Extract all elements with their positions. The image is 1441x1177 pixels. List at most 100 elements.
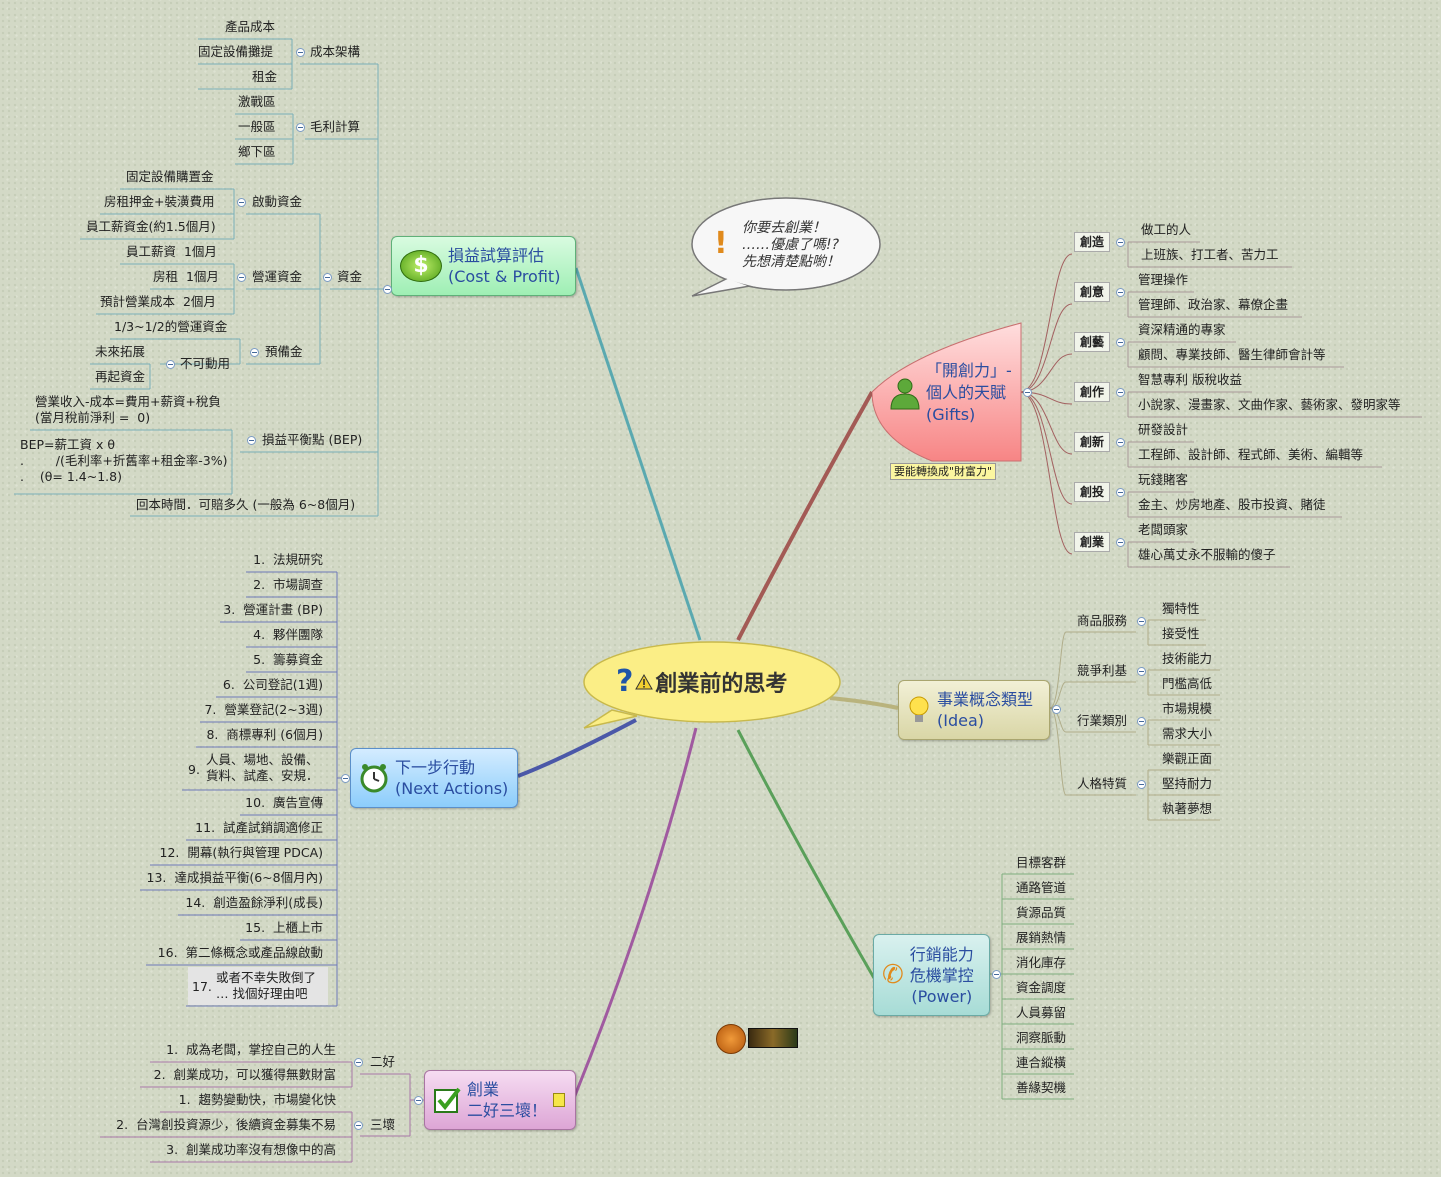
collapse-toggle[interactable] [1116,338,1125,347]
gift-tag[interactable]: 創作 [1074,382,1111,402]
idea-topic[interactable]: 事業概念類型 (Idea) [898,680,1050,740]
collapse-toggle[interactable] [414,1096,423,1105]
next-actions-topic[interactable]: 下一步行動 (Next Actions) [350,748,518,808]
collapse-toggle[interactable] [1116,238,1125,247]
cost-profit-topic[interactable]: $ 損益試算評估 (Cost & Profit) [391,236,576,296]
collapse-toggle[interactable] [1023,388,1032,397]
collapse-toggle[interactable] [166,360,175,369]
action-item: 7. 營業登記(2~3週) [204,702,323,717]
bad-item: 2. 台灣創投資源少，後續資金募集不易 [116,1117,336,1132]
collapse-toggle[interactable] [1137,617,1146,626]
gift-tag[interactable]: 創藝 [1074,332,1111,352]
idea-item: 獨特性 [1162,601,1200,616]
collapse-toggle[interactable] [354,1121,363,1130]
collapse-toggle[interactable] [1116,538,1125,547]
phone-icon: ✆ [882,959,904,990]
node: 員工薪資 1個月 [126,244,217,259]
node: 激戰區 [238,94,276,109]
untouchable: 不可動用 [180,356,231,371]
bad-item: 3. 創業成功率沒有想像中的高 [166,1142,336,1157]
action-item: 1. 法規研究 [253,552,323,567]
collapse-toggle[interactable] [247,436,256,445]
collapse-toggle[interactable] [341,774,350,783]
collapse-toggle[interactable] [1116,288,1125,297]
collapse-toggle[interactable] [250,348,259,357]
callout-line: ……優慮了嗎!? [742,237,840,253]
cost-title: 損益試算評估 [448,246,545,265]
bep-formula-1: 營業收入-成本=費用+薪資+稅負 (當月稅前淨利 = 0) [35,394,221,425]
reserve-funds: 預備金 [265,344,303,359]
collapse-toggle[interactable] [1052,705,1061,714]
seal-logo-icon [716,1024,746,1054]
collapse-toggle[interactable] [1137,780,1146,789]
gift-item: 金主、炒房地產、股市投資、賭徒 [1138,497,1326,512]
idea-subtitle: (Idea) [937,711,985,730]
idea-item: 門檻高低 [1162,676,1213,691]
collapse-toggle[interactable] [1137,717,1146,726]
gifts-topic[interactable]: 「開創力」- 個人的天賦 (Gifts) [872,322,1022,462]
gift-tag[interactable]: 創造 [1074,232,1111,252]
collapse-toggle[interactable] [296,48,305,57]
power-item: 資金調度 [1016,980,1067,995]
exclamation-icon: ! [714,226,728,261]
payback: 回本時間．可賠多久 (一般為 6~8個月) [136,497,356,512]
gifts-title: 「開創力」- [926,361,1012,380]
idea-group: 行業類別 [1077,713,1128,728]
gift-item: 研發設計 [1138,422,1189,437]
gift-item: 做工的人 [1141,222,1192,237]
node: 再起資金 [95,369,146,384]
callout-line: 先想清楚點喲！ [742,254,840,270]
clock-icon [360,764,388,793]
action-item: 10. 廣告宣傳 [245,795,323,810]
collapse-toggle[interactable] [1116,438,1125,447]
node: 未來拓展 [95,344,146,359]
gift-item: 上班族、打工者、苦力工 [1141,247,1279,262]
dollar-icon: $ [400,250,442,282]
central-topic[interactable]: ? 創業前的思考 [582,640,842,730]
collapse-toggle[interactable] [992,970,1001,979]
person-icon [890,378,920,410]
power-topic[interactable]: ✆ 行銷能力 危機掌控 (Power) [873,934,990,1016]
startup-funds: 啟動資金 [252,194,303,209]
power-item: 連合縱橫 [1016,1055,1067,1070]
collapse-toggle[interactable] [323,273,332,282]
collapse-toggle[interactable] [237,273,246,282]
biz-topic[interactable]: 創業 二好三壞！ [424,1070,576,1130]
collapse-toggle[interactable] [383,285,392,294]
collapse-toggle[interactable] [1137,667,1146,676]
power-item: 貨源品質 [1016,905,1067,920]
operating-funds: 營運資金 [252,269,303,284]
action-item: 5. 籌募資金 [253,652,323,667]
power-item: 展銷熱情 [1016,930,1067,945]
collapse-toggle[interactable] [237,198,246,207]
cost-subtitle: (Cost & Profit) [448,267,561,286]
gift-item: 工程師、設計師、程式師、美術、編輯等 [1138,447,1364,462]
idea-group: 人格特質 [1077,776,1128,791]
cost-structure: 成本架構 [310,44,361,59]
gift-tag[interactable]: 創新 [1074,432,1111,452]
node: 產品成本 [225,19,276,34]
power-item: 洞察脈動 [1016,1030,1067,1045]
node: 固定設備購置金 [126,169,214,184]
gift-tag[interactable]: 創意 [1074,282,1111,302]
action-item: 3. 營運計畫 (BP) [223,602,323,617]
action-item-17 [188,967,328,1005]
collapse-toggle[interactable] [354,1058,363,1067]
action-item: 4. 夥伴團隊 [253,627,323,642]
collapse-toggle[interactable] [296,123,305,132]
node: 1/3~1/2的營運資金 [114,319,228,334]
action-item-detail: 或者不幸失敗倒了 … 找個好理由吧 [216,970,317,1001]
next-title: 下一步行動 [395,758,476,777]
banner-logo-icon [748,1028,798,1048]
biz-title: 創業 [467,1080,500,1099]
bad-item: 1. 趨勢變動快，市場變化快 [178,1092,336,1107]
node: 鄉下區 [238,144,276,159]
node: 一般區 [238,119,276,134]
gift-tag[interactable]: 創業 [1074,532,1111,552]
gifts-note: 要能轉換成"財富力" [890,463,997,480]
collapse-toggle[interactable] [1116,388,1125,397]
collapse-toggle[interactable] [1116,488,1125,497]
idea-group: 競爭利基 [1077,663,1128,678]
gift-tag[interactable]: 創投 [1074,482,1111,502]
action-item-detail: 人員、場地、設備、 貨料、試產、安規． [206,752,319,783]
